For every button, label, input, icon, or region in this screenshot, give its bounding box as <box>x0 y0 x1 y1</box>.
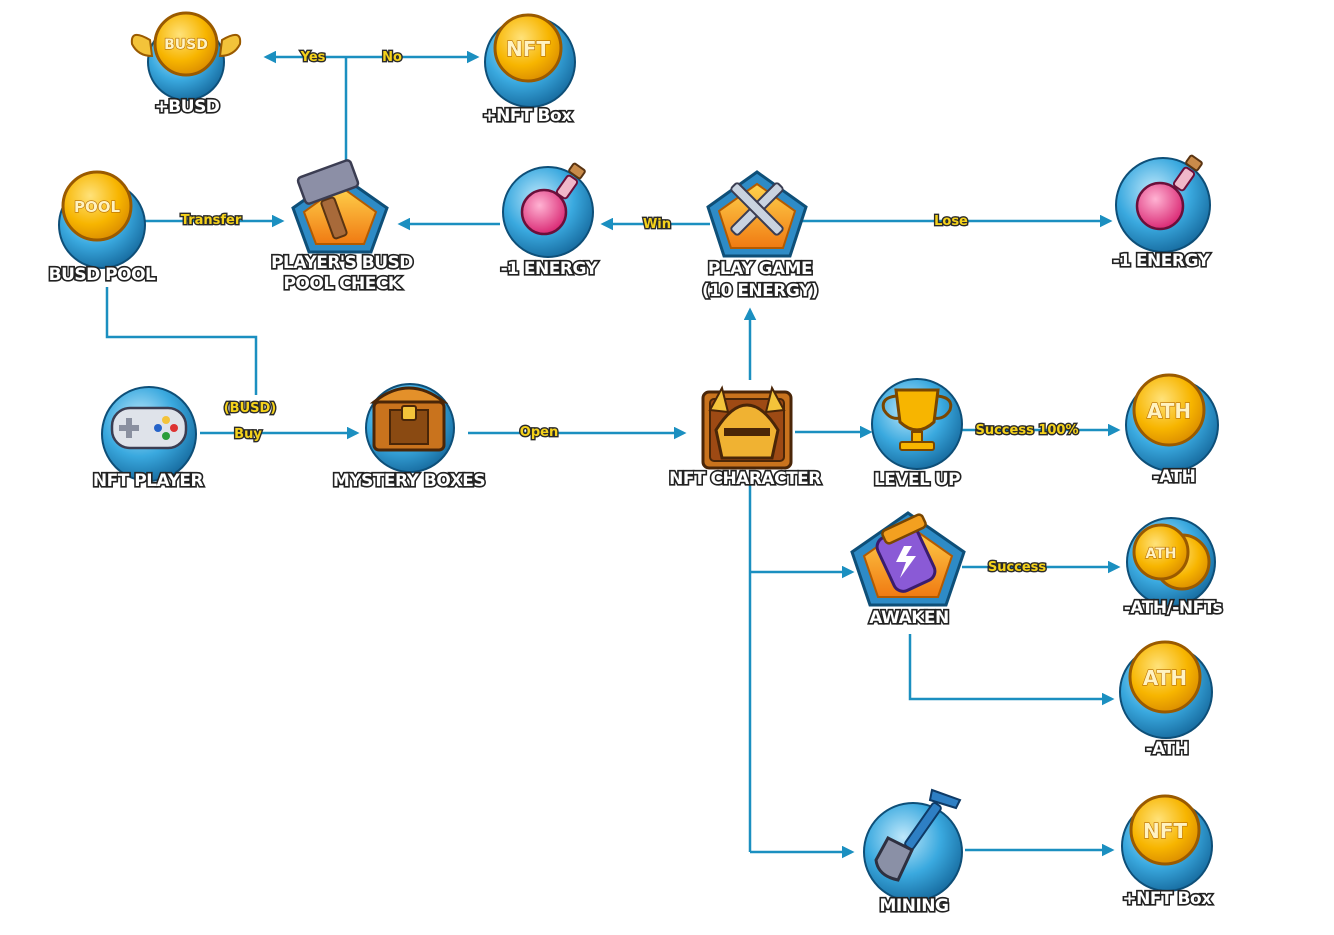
edge-pool-to-buy <box>105 287 258 395</box>
busd-coin-text: BUSD <box>164 37 208 53</box>
ath-coin-icon <box>1132 523 1190 581</box>
edge-labels: Yes No Transfer Win Lose (BUSD) Buy Open… <box>179 49 1080 577</box>
node-label-ath-levelup: -ATH <box>1153 467 1196 487</box>
node-label-pool-check-line2: POOL CHECK <box>283 274 401 294</box>
node-ath-nfts: ATH -ATH/-NFTs <box>1122 517 1225 620</box>
hammer-icon <box>296 159 360 240</box>
node-energy-win: -1 ENERGY <box>499 162 601 281</box>
edge-label-no: No <box>382 50 402 65</box>
edge-label-success: Success <box>988 560 1047 575</box>
nft-coin-icon <box>1129 794 1201 866</box>
nft-coin-icon <box>493 13 563 83</box>
edge-label-win: Win <box>643 217 671 232</box>
edge-label-lose: Lose <box>934 214 968 229</box>
node-energy-lose: -1 ENERGY <box>1111 154 1213 273</box>
node-label-energy-lose: -1 ENERGY <box>1113 251 1211 271</box>
treasure-chest-icon <box>369 386 449 452</box>
node-label-nft-box-mining: +NFT Box <box>1122 889 1212 909</box>
node-pool-check: PLAYER'S BUSD POOL CHECK <box>269 159 415 296</box>
edge-label-open: Open <box>520 425 558 440</box>
wing-right-icon <box>218 33 242 58</box>
edge-label-yes: Yes <box>300 50 326 65</box>
node-label-play-game-line1: PLAY GAME <box>708 259 812 279</box>
node-label-ath-awaken-fail: -ATH <box>1146 739 1189 759</box>
busd-coin-icon <box>153 11 219 77</box>
edge-label-busd: (BUSD) <box>224 401 277 416</box>
ath-coin-text: ATH <box>1145 546 1176 562</box>
node-label-busd-pool: BUSD POOL <box>49 265 156 285</box>
ath-coin-icon <box>1132 373 1206 447</box>
ath-coin-icon <box>1128 640 1202 714</box>
edge-awaken-to-ath <box>908 634 1115 706</box>
ath-coin-text: ATH <box>1147 399 1191 423</box>
node-awaken: AWAKEN <box>850 511 966 630</box>
nft-coin-text: NFT <box>506 37 550 61</box>
shovel-icon <box>874 788 962 882</box>
pool-coin-icon <box>61 170 133 242</box>
potion-icon <box>1135 154 1203 231</box>
gamepad-icon <box>110 406 188 450</box>
edge-label-success-100: Success 100% <box>975 423 1078 438</box>
edges <box>105 50 1121 859</box>
edge-label-transfer: Transfer <box>181 213 242 228</box>
node-label-mystery-boxes: MYSTERY BOXES <box>333 471 485 491</box>
node-label-energy-win: -1 ENERGY <box>501 259 599 279</box>
potion-icon <box>520 162 586 236</box>
node-label-busd-reward: +BUSD <box>155 97 220 117</box>
node-label-nft-character: NFT CHARACTER <box>669 469 821 489</box>
node-nft-player: NFT PLAYER <box>91 386 206 493</box>
trophy-icon <box>881 388 953 451</box>
node-play-game: PLAY GAME (10 ENERGY) <box>700 170 820 303</box>
awaken-jar-icon <box>875 513 937 593</box>
node-label-nft-player: NFT PLAYER <box>93 471 204 491</box>
node-mining: MINING <box>863 788 963 918</box>
node-label-pool-check-line1: PLAYER'S BUSD <box>271 253 413 273</box>
node-busd-reward: BUSD +BUSD <box>130 11 242 119</box>
node-busd-pool: POOL BUSD POOL <box>47 170 158 287</box>
node-label-level-up: LEVEL UP <box>874 470 960 490</box>
node-ath-levelup: ATH -ATH <box>1125 373 1219 489</box>
node-label-mining: MINING <box>880 896 949 916</box>
wing-left-icon <box>130 33 154 58</box>
ath-coin-text: ATH <box>1143 666 1187 690</box>
crossed-swords-icon <box>730 182 784 236</box>
node-level-up: LEVEL UP <box>871 378 963 492</box>
edge-label-buy: Buy <box>234 427 262 442</box>
node-nft-box-mining: NFT +NFT Box <box>1121 794 1214 911</box>
node-label-awaken: AWAKEN <box>869 608 949 628</box>
node-label-nft-box-top: +NFT Box <box>482 106 572 126</box>
node-nft-character: NFT CHARACTER <box>668 385 823 491</box>
node-label-play-game-line2: (10 ENERGY) <box>702 281 818 301</box>
pool-coin-text: POOL <box>74 198 120 216</box>
node-mystery-boxes: MYSTERY BOXES <box>331 383 487 493</box>
nft-coin-text: NFT <box>1143 819 1187 843</box>
knight-helmet-icon <box>708 385 786 460</box>
node-label-ath-nfts: -ATH/-NFTs <box>1124 598 1223 618</box>
node-ath-awaken-fail: ATH -ATH <box>1119 640 1213 761</box>
node-nft-box-top: NFT +NFT Box <box>481 13 576 128</box>
